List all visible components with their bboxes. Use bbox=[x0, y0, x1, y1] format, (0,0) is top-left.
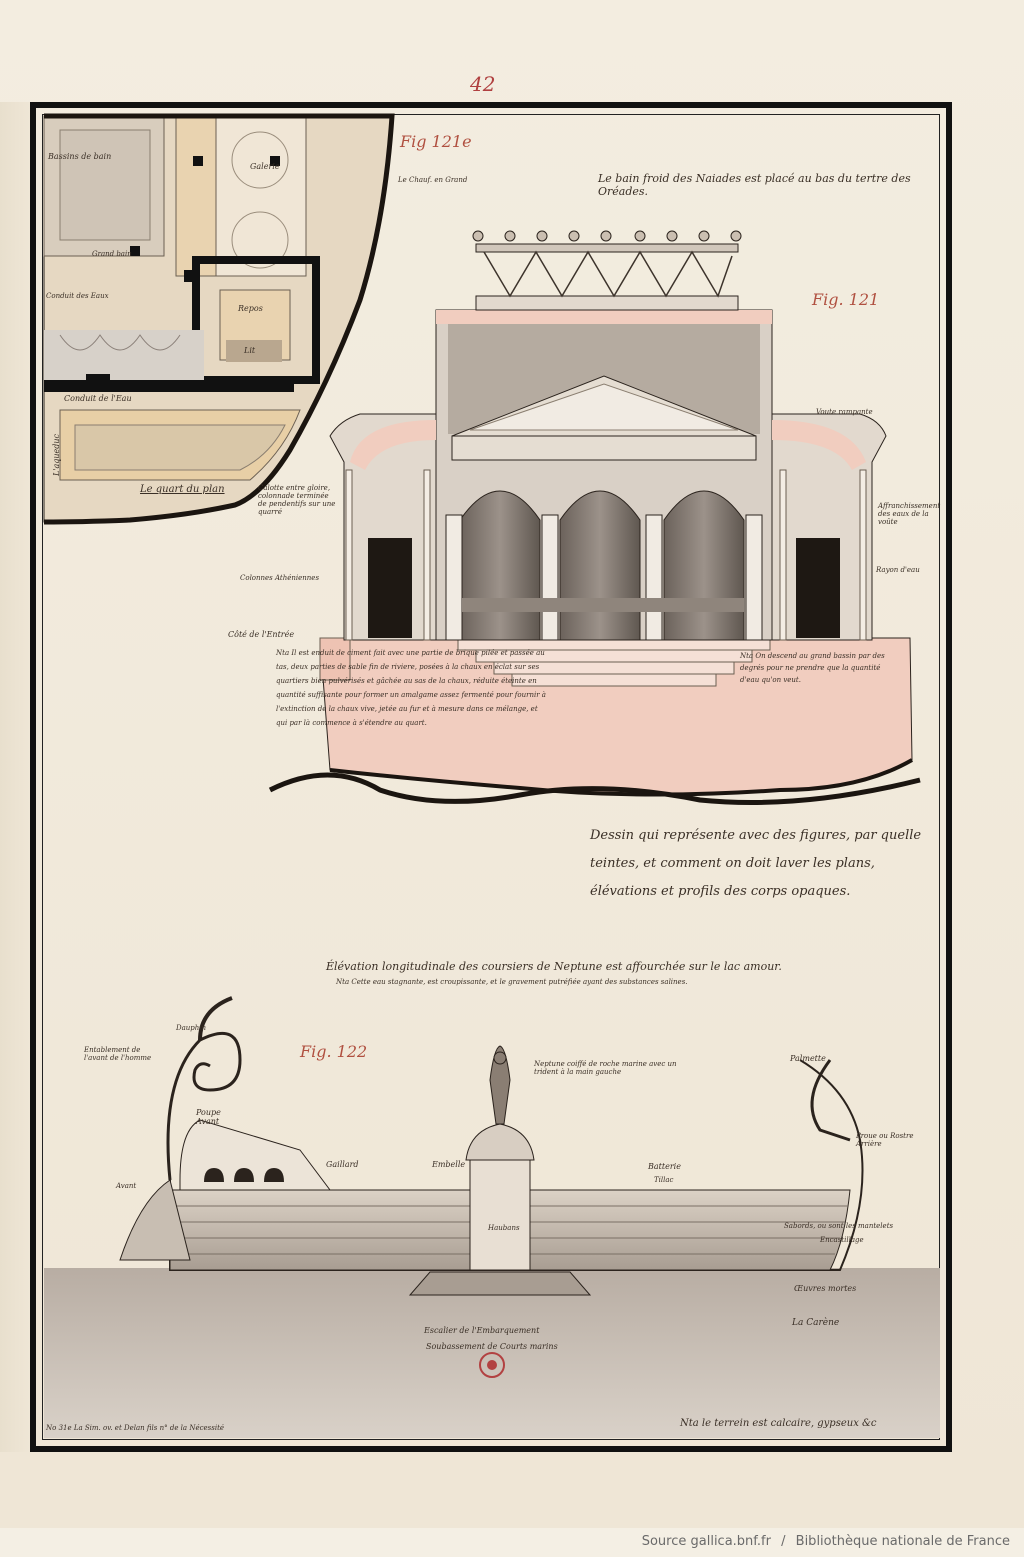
ship-label-dauphin: Dauphin bbox=[176, 1024, 207, 1032]
plan-label-quart: Le quart du plan bbox=[140, 484, 225, 495]
plan-label-conduit: Conduit de l'Eau bbox=[64, 394, 132, 403]
inner-frame bbox=[42, 114, 940, 1440]
ship-title: Élévation longitudinale des coursiers de… bbox=[326, 960, 782, 973]
page-number: 42 bbox=[470, 72, 496, 96]
label-rayon: Rayon d'eau bbox=[876, 566, 920, 574]
section-title: Le bain froid des Naiades est placé au b… bbox=[598, 172, 911, 198]
figure-label-122: Fig. 122 bbox=[300, 1042, 368, 1061]
ship-subtitle: Nta Cette eau stagnante, est croupissant… bbox=[336, 978, 688, 986]
plan-label-lit: Lit bbox=[244, 346, 256, 355]
ship-label-encastillage: Encastillage bbox=[820, 1236, 864, 1244]
ship-label-oeuvres: Œuvres mortes bbox=[794, 1284, 857, 1293]
ship-label-entablement: Entablement de l'avant de l'homme bbox=[84, 1046, 152, 1062]
source-credit: Source gallica.bnf.fr / Bibliothèque nat… bbox=[642, 1534, 1010, 1549]
plan-label-galerie: Galerie bbox=[250, 162, 280, 171]
ship-label-proue: Proue ou Rostre Arrière bbox=[856, 1132, 914, 1148]
ship-label-carene: La Carène bbox=[792, 1318, 840, 1328]
label-cote-entree: Côté de l'Entrée bbox=[228, 630, 295, 639]
note-left: Nta Il est enduit de ciment fait avec un… bbox=[276, 649, 546, 727]
figure-label-121a: Fig 121e bbox=[400, 132, 472, 151]
label-colonnes: Colonnes Athéniennes bbox=[240, 574, 320, 582]
plan-label-aqueduc: L'aqueduc bbox=[52, 433, 61, 476]
footer-left-note: No 31e La Sim. ov. et Delan fils n° de l… bbox=[46, 1424, 225, 1432]
label-voute: Voute rampante bbox=[816, 408, 873, 416]
ship-label-escalier: Escalier de l'Embarquement bbox=[424, 1326, 540, 1335]
plan-label-conduit-eaux: Conduit des Eaux bbox=[46, 292, 109, 300]
middle-note: Dessin qui représente avec des figures, … bbox=[590, 828, 922, 899]
note-right: Nta On descend au grand bassin par des d… bbox=[740, 652, 885, 684]
plan-label-grand-bain: Grand bain bbox=[92, 250, 132, 258]
ship-label-tillac: Tillac bbox=[654, 1176, 674, 1184]
source-site[interactable]: Source gallica.bnf.fr bbox=[641, 1534, 771, 1549]
ship-label-gaillard: Gaillard bbox=[326, 1160, 359, 1169]
ship-label-soubassement: Soubassement de Courts marins bbox=[426, 1342, 558, 1351]
figure-label-121: Fig. 121 bbox=[812, 290, 880, 309]
label-affranchissement: Affranchissement des eaux de la voûte bbox=[878, 502, 941, 526]
label-calotte: Calotte entre gloire, colonnade terminée… bbox=[258, 484, 336, 516]
plan-label-chauffoir: Le Chauf. en Grand bbox=[398, 176, 468, 184]
ship-elevation bbox=[44, 996, 940, 1438]
ship-label-poupe: Poupe Avant bbox=[196, 1108, 221, 1126]
ship-label-sabords: Sabords, ou sont les mantelets bbox=[784, 1222, 894, 1230]
plan-label-bassins: Bassins de bain bbox=[48, 152, 112, 161]
arcade bbox=[445, 490, 763, 641]
source-separator: / bbox=[781, 1534, 786, 1549]
ship-label-palmette: Palmette bbox=[790, 1054, 826, 1063]
plan-quarter bbox=[43, 113, 395, 525]
outer-frame bbox=[30, 102, 952, 1452]
ship-label-haubans: Haubans bbox=[488, 1224, 520, 1232]
footer-right-note: Nta le terrein est calcaire, gypseux &c bbox=[680, 1418, 877, 1429]
ship-label-batterie: Batterie bbox=[648, 1162, 681, 1171]
bath-section bbox=[268, 230, 921, 805]
ship-label-neptune: Neptune coiffé de roche marine avec un t… bbox=[534, 1060, 677, 1076]
plan-label-repos: Repos bbox=[238, 304, 263, 313]
source-library[interactable]: Bibliothèque nationale de France bbox=[795, 1534, 1010, 1549]
ship-label-avant: Avant bbox=[116, 1182, 137, 1190]
ship-label-embelle: Embelle bbox=[432, 1160, 466, 1169]
